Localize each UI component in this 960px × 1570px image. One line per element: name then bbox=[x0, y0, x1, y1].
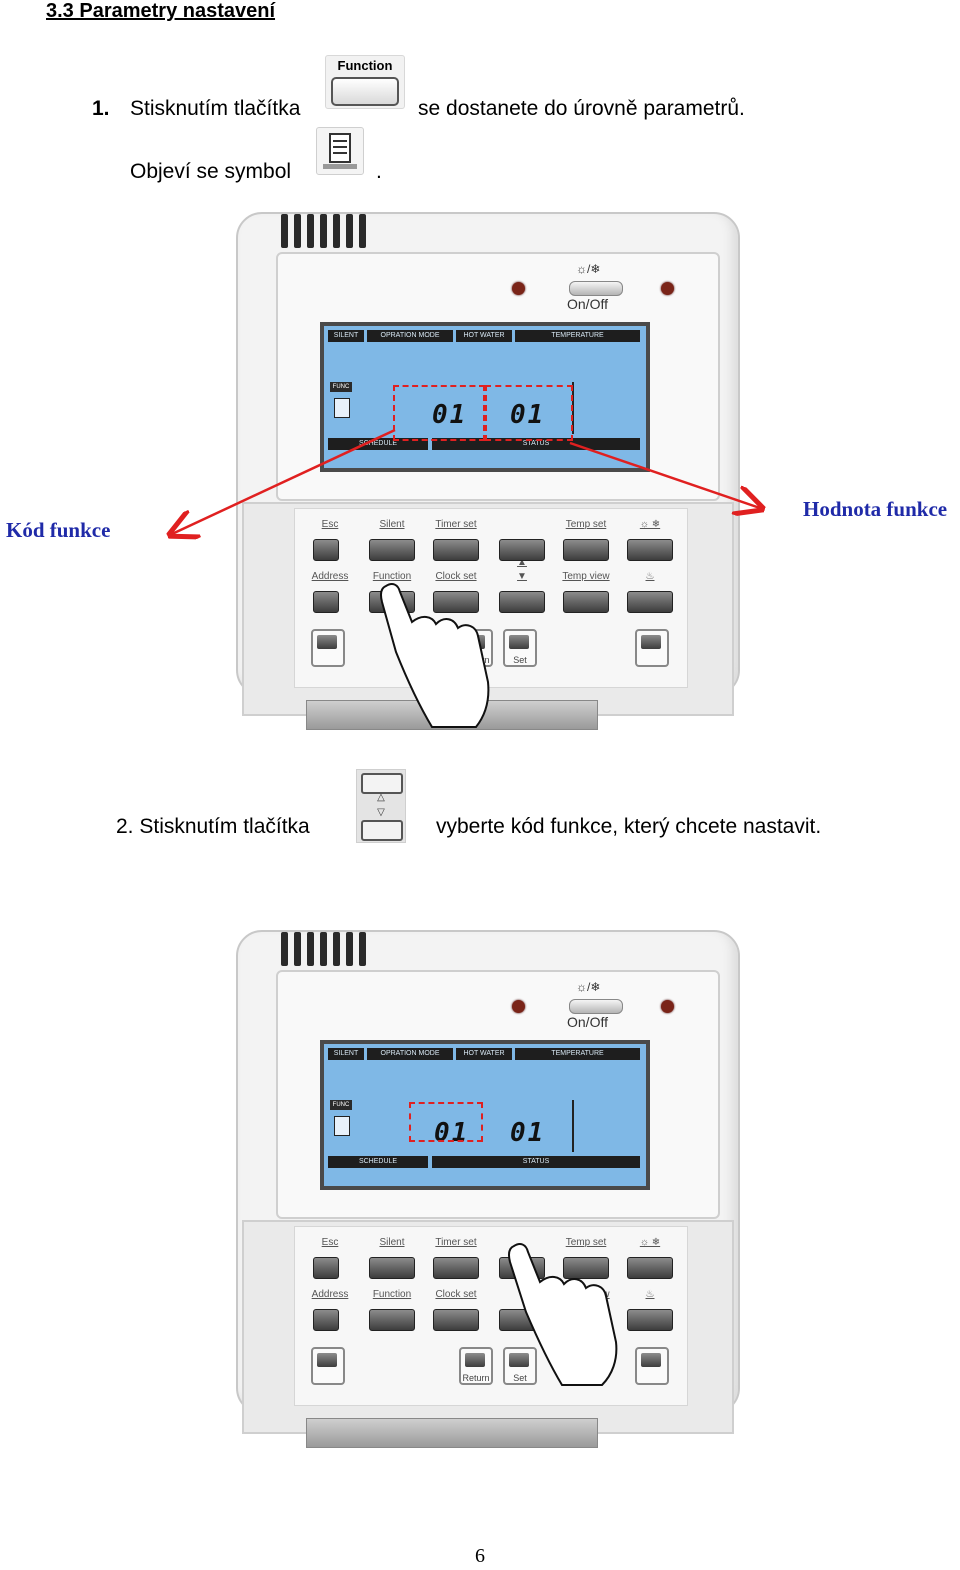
lcd-label-temperature: TEMPERATURE bbox=[515, 1048, 640, 1060]
lock-button[interactable] bbox=[311, 629, 345, 667]
function-key-icon bbox=[331, 77, 399, 106]
lcd-function-code: 01 bbox=[434, 1118, 470, 1148]
status-led-left bbox=[512, 1000, 525, 1013]
step2-text-after: vyberte kód funkce, který chcete nastavi… bbox=[436, 815, 822, 838]
status-led-right bbox=[661, 282, 674, 295]
down-glyph: ▽ bbox=[377, 807, 385, 818]
highlight-value bbox=[485, 385, 573, 441]
lcd-func-tag: FUNC bbox=[330, 1100, 352, 1110]
mode-symbols: ☼/❄ bbox=[576, 980, 601, 994]
step2-text-before: 2. Stisknutím tlačítka bbox=[116, 815, 310, 838]
pointing-hand-icon bbox=[380, 583, 490, 728]
func-symbol-icon bbox=[316, 127, 364, 175]
pointing-hand-icon bbox=[508, 1243, 618, 1386]
silent-button[interactable]: Silent bbox=[363, 1237, 421, 1281]
mode-button[interactable]: ☼ ❄ bbox=[621, 1237, 679, 1281]
step1-number: 1. bbox=[92, 97, 110, 120]
lcd-function-value: 01 bbox=[510, 400, 546, 430]
water-button[interactable]: ♨ bbox=[621, 571, 679, 615]
esc-button[interactable]: Esc bbox=[301, 519, 359, 563]
onoff-button[interactable] bbox=[569, 281, 623, 296]
updown-button-image: △ ▽ bbox=[356, 769, 406, 843]
lcd-function-value: 01 bbox=[510, 1118, 546, 1148]
timer-set-button[interactable]: Timer set bbox=[427, 519, 485, 563]
status-led-left bbox=[512, 282, 525, 295]
lcd-func-icon bbox=[334, 1116, 350, 1136]
callout-function-code: Kód funkce bbox=[6, 518, 111, 542]
lcd-screen: SILENT OPRATION MODE HOT WATER TEMPERATU… bbox=[320, 1040, 650, 1190]
lcd-label-schedule: SCHEDULE bbox=[328, 1156, 428, 1168]
down-button[interactable]: ▼ bbox=[493, 571, 551, 615]
lcd-func-tag: FUNC bbox=[330, 382, 352, 392]
bell-button[interactable] bbox=[635, 629, 669, 667]
lcd-label-mode: OPRATION MODE bbox=[367, 330, 453, 342]
lcd-label-hotwater: HOT WATER bbox=[456, 330, 512, 342]
onoff-button[interactable] bbox=[569, 999, 623, 1014]
mode-button[interactable]: ☼ ❄ bbox=[621, 519, 679, 563]
set-button[interactable]: Set bbox=[503, 629, 537, 667]
step1-text-before: Stisknutím tlačítka bbox=[130, 97, 301, 120]
status-led-right bbox=[661, 1000, 674, 1013]
controller-1: ☼/❄ On/Off SILENT OPRATION MODE HOT WATE… bbox=[236, 212, 756, 732]
water-button[interactable]: ♨ bbox=[621, 1289, 679, 1333]
mode-symbols: ☼/❄ bbox=[576, 262, 601, 276]
onoff-label: On/Off bbox=[567, 296, 608, 312]
down-key-icon bbox=[361, 820, 403, 841]
up-button[interactable]: ▲ bbox=[493, 519, 551, 568]
lcd-divider bbox=[572, 1100, 574, 1152]
lcd-func-icon bbox=[334, 398, 350, 418]
vent-grille bbox=[281, 214, 366, 248]
step1-text-after: se dostanete do úrovně parametrů. bbox=[418, 97, 745, 120]
vent-grille bbox=[281, 932, 366, 966]
set-button[interactable]: Set bbox=[503, 1347, 537, 1385]
temp-view-button[interactable]: Temp view bbox=[557, 571, 615, 615]
page-number: 6 bbox=[475, 1545, 485, 1567]
address-button[interactable]: Address bbox=[301, 571, 359, 615]
callout-function-value: Hodnota funkce bbox=[803, 497, 948, 521]
function-button-label: Function bbox=[337, 58, 393, 73]
lcd-label-silent: SILENT bbox=[328, 1048, 364, 1060]
clock-set-button[interactable]: Clock set bbox=[427, 1289, 485, 1333]
function-button[interactable]: Function bbox=[363, 1289, 421, 1333]
clock-set-button[interactable]: Clock set bbox=[427, 571, 485, 615]
lcd-label-silent: SILENT bbox=[328, 330, 364, 342]
lcd-label-temperature: TEMPERATURE bbox=[515, 330, 640, 342]
lcd-label-schedule: SCHEDULE bbox=[328, 438, 428, 450]
timer-set-button[interactable]: Timer set bbox=[427, 1237, 485, 1281]
up-key-icon bbox=[361, 773, 403, 794]
silent-button[interactable]: Silent bbox=[363, 519, 421, 563]
controller-2: ☼/❄ On/Off SILENT OPRATION MODE HOT WATE… bbox=[236, 930, 756, 1450]
controller-stand bbox=[306, 1418, 598, 1448]
lock-button[interactable] bbox=[311, 1347, 345, 1385]
onoff-label: On/Off bbox=[567, 1014, 608, 1030]
lcd-label-status: STATUS bbox=[432, 1156, 640, 1168]
up-glyph: △ bbox=[377, 792, 385, 803]
highlight-code bbox=[393, 385, 485, 441]
step1-line2-end: . bbox=[376, 160, 382, 183]
function-button-image: Function bbox=[325, 55, 405, 109]
esc-button[interactable]: Esc bbox=[301, 1237, 359, 1281]
lcd-divider bbox=[572, 382, 574, 434]
bell-button[interactable] bbox=[635, 1347, 669, 1385]
lcd-function-code: 01 bbox=[432, 400, 468, 430]
address-button[interactable]: Address bbox=[301, 1289, 359, 1333]
temp-set-button[interactable]: Temp set bbox=[557, 1237, 615, 1281]
lcd-label-hotwater: HOT WATER bbox=[456, 1048, 512, 1060]
return-button[interactable]: Return bbox=[459, 1347, 493, 1385]
lcd-label-mode: OPRATION MODE bbox=[367, 1048, 453, 1060]
section-heading: 3.3 Parametry nastavení bbox=[46, 0, 276, 22]
temp-set-button[interactable]: Temp set bbox=[557, 519, 615, 563]
lcd-label-status: STATUS bbox=[432, 438, 640, 450]
step1-line2: Objeví se symbol bbox=[130, 160, 292, 183]
highlight-code bbox=[409, 1102, 483, 1142]
